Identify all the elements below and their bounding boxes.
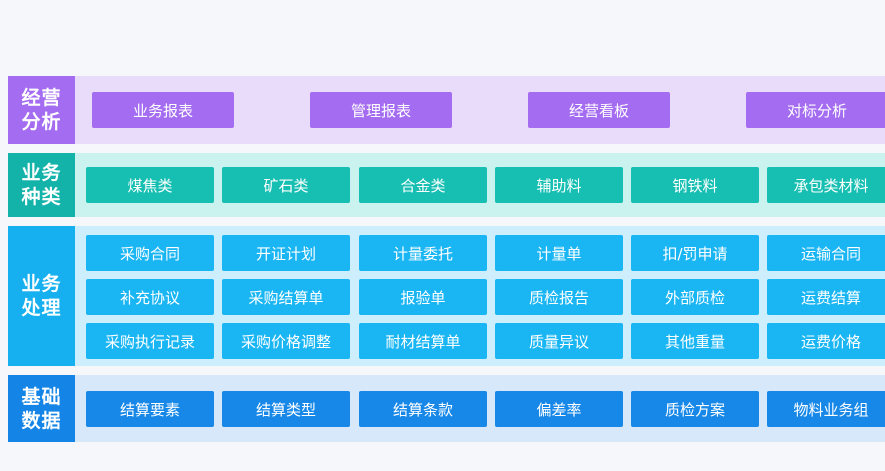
inspection-request-button[interactable]: 报验单: [359, 279, 487, 315]
section-label-line1: 经营: [21, 87, 62, 109]
external-inspection-button[interactable]: 外部质检: [631, 279, 759, 315]
section-label-line1: 业务: [21, 273, 62, 295]
quality-report-button[interactable]: 质检报告: [495, 279, 623, 315]
other-weight-button[interactable]: 其他重量: [631, 323, 759, 359]
benchmark-analysis-button[interactable]: 对标分析: [746, 92, 885, 128]
section-body-basic-data: 结算要素 结算类型 结算条款 偏差率 质检方案 物料业务组: [75, 375, 885, 442]
section-basic-data: 基础 数据 结算要素 结算类型 结算条款 偏差率 质检方案 物料业务组: [8, 375, 885, 442]
refractory-settlement-button[interactable]: 耐材结算单: [359, 323, 487, 359]
transport-contract-button[interactable]: 运输合同: [767, 235, 885, 271]
weighing-commission-button[interactable]: 计量委托: [359, 235, 487, 271]
inspection-plan-button[interactable]: 质检方案: [631, 391, 759, 427]
coal-coke-button[interactable]: 煤焦类: [86, 167, 214, 203]
section-categories: 业务 种类 煤焦类 矿石类 合金类 辅助料 钢铁料 承包类材料: [8, 153, 885, 217]
section-body-analysis: 业务报表 管理报表 经营看板 对标分析: [75, 76, 885, 144]
section-label-processing: 业务 处理: [8, 226, 75, 366]
section-analysis: 经营 分析 业务报表 管理报表 经营看板 对标分析: [8, 76, 885, 144]
freight-settlement-button[interactable]: 运费结算: [767, 279, 885, 315]
section-label-line1: 基础: [21, 385, 62, 408]
purchase-settlement-button[interactable]: 采购结算单: [222, 279, 350, 315]
contract-material-button[interactable]: 承包类材料: [767, 167, 885, 203]
auxiliary-material-button[interactable]: 辅助料: [495, 167, 623, 203]
material-business-group-button[interactable]: 物料业务组: [767, 391, 885, 427]
freight-price-button[interactable]: 运费价格: [767, 323, 885, 359]
lc-plan-button[interactable]: 开证计划: [222, 235, 350, 271]
section-processing: 业务 处理 采购合同 开证计划 计量委托 计量单 扣/罚申请 运输合同 补充协议…: [8, 226, 885, 366]
supplementary-agreement-button[interactable]: 补充协议: [86, 279, 214, 315]
alloy-button[interactable]: 合金类: [359, 167, 487, 203]
section-label-categories: 业务 种类: [8, 153, 75, 217]
business-report-button[interactable]: 业务报表: [92, 92, 234, 128]
purchase-execution-record-button[interactable]: 采购执行记录: [86, 323, 214, 359]
ore-button[interactable]: 矿石类: [222, 167, 350, 203]
management-report-button[interactable]: 管理报表: [310, 92, 452, 128]
section-body-categories: 煤焦类 矿石类 合金类 辅助料 钢铁料 承包类材料: [75, 153, 885, 217]
weighing-ticket-button[interactable]: 计量单: [495, 235, 623, 271]
section-label-line2: 种类: [21, 186, 62, 208]
deviation-rate-button[interactable]: 偏差率: [495, 391, 623, 427]
section-label-analysis: 经营 分析: [8, 76, 75, 144]
section-body-processing: 采购合同 开证计划 计量委托 计量单 扣/罚申请 运输合同 补充协议 采购结算单…: [75, 226, 885, 366]
section-label-line2: 分析: [21, 111, 62, 133]
settlement-terms-button[interactable]: 结算条款: [359, 391, 487, 427]
deduction-penalty-button[interactable]: 扣/罚申请: [631, 235, 759, 271]
section-label-line1: 业务: [21, 162, 62, 184]
steel-material-button[interactable]: 钢铁料: [631, 167, 759, 203]
purchase-price-adjust-button[interactable]: 采购价格调整: [222, 323, 350, 359]
settlement-type-button[interactable]: 结算类型: [222, 391, 350, 427]
section-label-line2: 处理: [21, 297, 62, 319]
operation-dashboard-button[interactable]: 经营看板: [528, 92, 670, 128]
quality-objection-button[interactable]: 质量异议: [495, 323, 623, 359]
purchase-contract-button[interactable]: 采购合同: [86, 235, 214, 271]
section-label-line2: 数据: [21, 409, 62, 432]
section-label-basic-data: 基础 数据: [8, 375, 75, 442]
settlement-element-button[interactable]: 结算要素: [86, 391, 214, 427]
